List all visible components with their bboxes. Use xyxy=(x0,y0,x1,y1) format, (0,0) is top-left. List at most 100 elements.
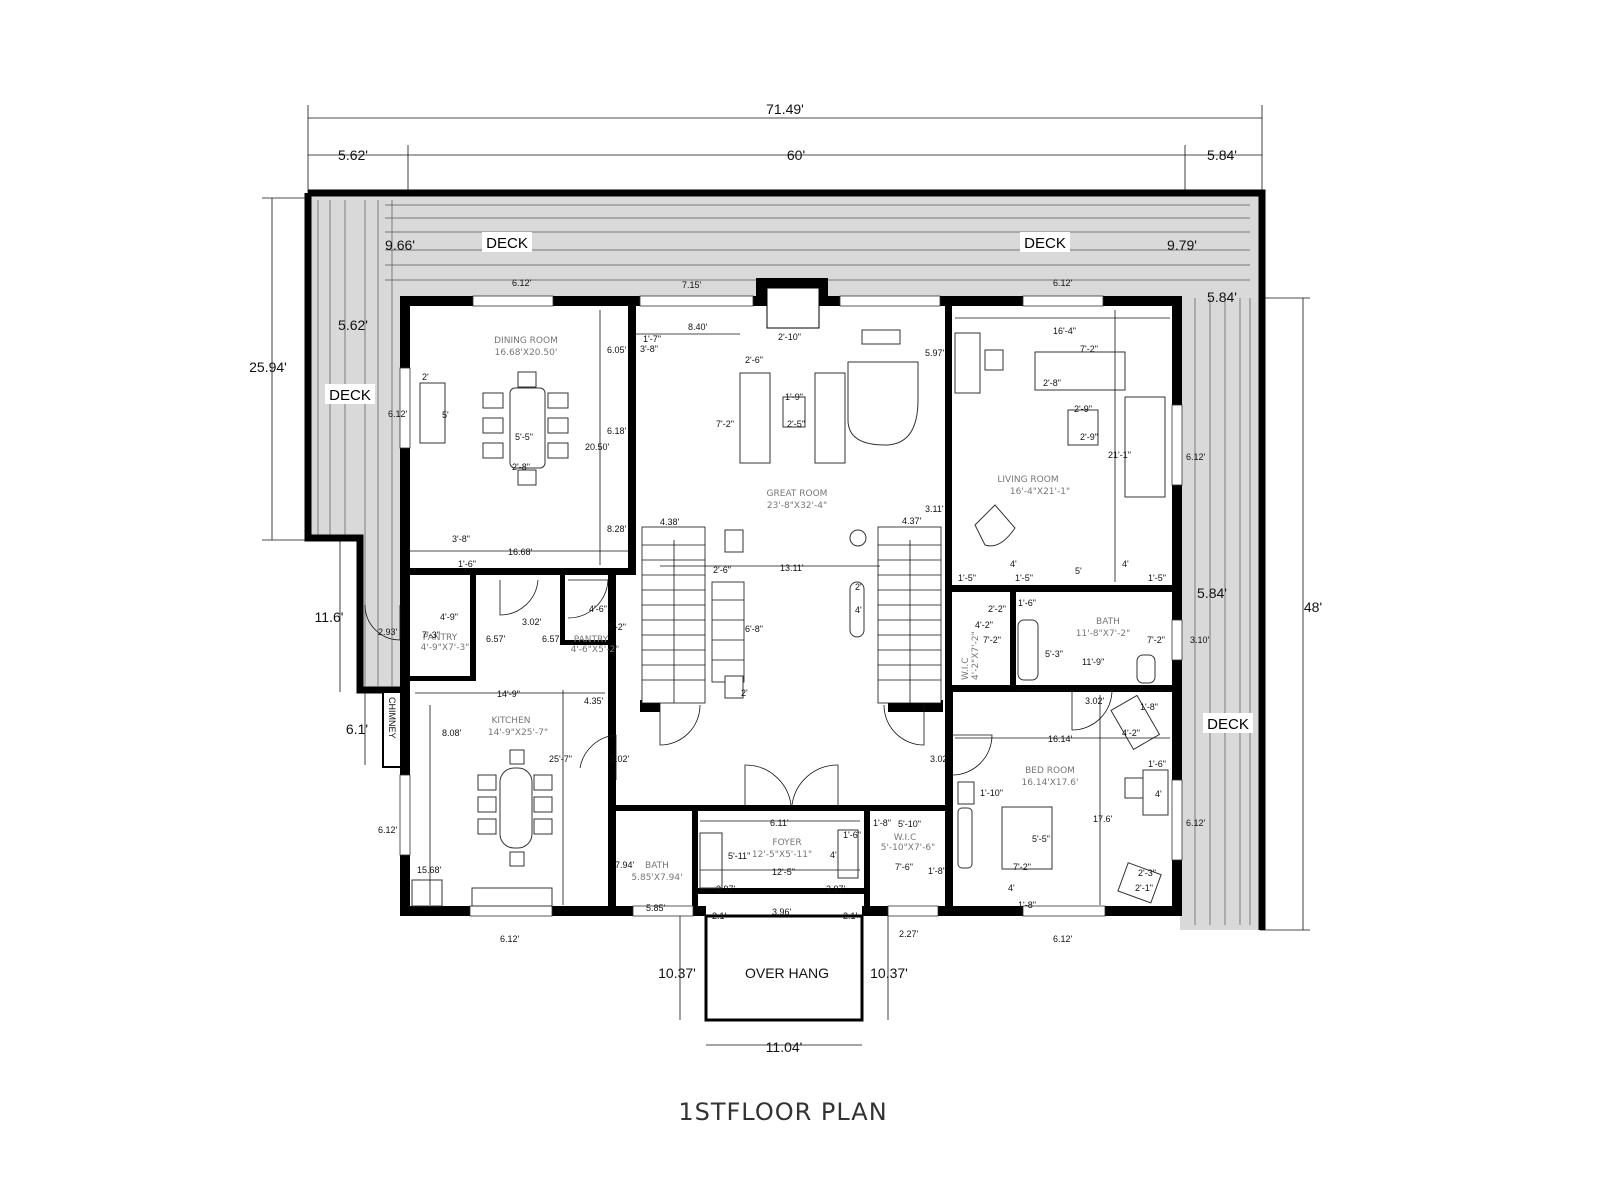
dim-label: 21'-1" xyxy=(1108,450,1131,460)
dim-label: 3.02' xyxy=(610,754,630,764)
dim-label: 6.12' xyxy=(1053,278,1073,288)
chimney: CHIMNEY xyxy=(382,691,403,768)
room-size-bed: 16.14'X17.6' xyxy=(1022,778,1079,788)
chimney-label: CHIMNEY xyxy=(387,697,397,739)
dim-label: 1'-8" xyxy=(1140,702,1158,712)
dim-label: 2'-9" xyxy=(1080,432,1098,442)
dim-label: 17.6' xyxy=(1093,814,1113,824)
dim-label: 2.1' xyxy=(712,911,727,921)
dim-label: 7'-2" xyxy=(983,635,1001,645)
dim-label: 6.12' xyxy=(1053,934,1073,944)
room-name-dining: DINING ROOM xyxy=(494,336,558,346)
dim-label: 2'-5" xyxy=(787,419,805,429)
dim-label: 3'-8" xyxy=(452,534,470,544)
room-size-great: 23'-8"X32'-4" xyxy=(767,501,827,511)
dim-label: 5' xyxy=(442,410,449,420)
deck-label-right: DECK xyxy=(1207,716,1249,733)
dim-label: 6.12' xyxy=(388,409,408,419)
room-name-wic-1: W.I.C xyxy=(961,657,971,680)
dim-label: 8.28' xyxy=(607,524,627,534)
dim-label: 2.27' xyxy=(899,929,919,939)
dim-label: 1'-6" xyxy=(1018,598,1036,608)
dim-height-right: 48' xyxy=(1304,599,1322,615)
dim-label: 3'-8" xyxy=(640,344,658,354)
dim-deck-right-width: 5.84' xyxy=(1207,289,1237,305)
room-size-kitchen: 14'-9"X25'-7" xyxy=(488,728,548,738)
furniture xyxy=(411,329,1169,907)
dim-deck-right-width-2: 5.84' xyxy=(1197,585,1227,601)
dim-label: 2.93' xyxy=(378,627,398,637)
dim-deck-top-left: 9.66' xyxy=(385,237,415,253)
dim-label: 4.35' xyxy=(584,696,604,706)
dim-overhang-left: 10.37' xyxy=(658,965,696,981)
overhang-label: OVER HANG xyxy=(745,965,829,981)
dim-label: 2'-1" xyxy=(1135,883,1153,893)
dim-label: 4'-6" xyxy=(589,604,607,614)
dim-label: 5.85' xyxy=(646,903,666,913)
dim-label: 4.37' xyxy=(902,516,922,526)
dim-label: 3.11' xyxy=(925,504,944,514)
room-size-wic-1: 4'-2"X7'-2" xyxy=(971,631,981,680)
room-name-bath-2: BATH xyxy=(645,861,669,871)
dim-label: 4.38' xyxy=(660,517,680,527)
dim-label: 2'-8" xyxy=(1043,378,1061,388)
dim-label: 4' xyxy=(1155,789,1162,799)
interior-dimension-lines xyxy=(410,310,1170,905)
doors xyxy=(364,579,1113,806)
dim-label: 8.08' xyxy=(442,728,462,738)
dim-label: 5'-5" xyxy=(1032,834,1050,844)
room-name-bath-1: BATH xyxy=(1096,617,1120,627)
dim-label: 4' xyxy=(855,605,862,615)
dim-label: 6.12' xyxy=(1186,452,1206,462)
room-labels: DINING ROOM 16.68'X20.50' GREAT ROOM 23'… xyxy=(421,336,1131,883)
dim-label: 4' xyxy=(1010,559,1017,569)
deck-label-top-left: DECK xyxy=(486,235,528,252)
dim-label: 5' xyxy=(1075,566,1082,576)
dim-label: 1'-6" xyxy=(458,559,476,569)
dim-label: 5'-11" xyxy=(728,851,750,861)
dim-overhang-right: 10.37' xyxy=(870,965,908,981)
dim-label: 2'-2" xyxy=(988,604,1006,614)
overhang: OVER HANG 10.37' 10.37' 11.04' xyxy=(658,914,908,1055)
dim-label: 2' xyxy=(855,582,862,592)
dim-label: 2'-3" xyxy=(1138,868,1156,878)
walls xyxy=(400,278,1182,916)
room-size-pantry-1: 4'-9"X7'-3" xyxy=(421,643,470,653)
dim-label: 2'-9" xyxy=(1074,404,1092,414)
dim-label: 7'-2" xyxy=(716,419,734,429)
dim-label: 6.12' xyxy=(500,934,520,944)
dim-label: 1'-6" xyxy=(843,830,861,840)
dim-label: 7'-2" xyxy=(1147,635,1165,645)
fireplace xyxy=(766,287,820,329)
dim-deck-top-right: 9.79' xyxy=(1167,237,1197,253)
room-size-living: 16'-4"X21'-1" xyxy=(1010,487,1070,497)
plan-title: 1STFLOOR PLAN xyxy=(678,1098,887,1126)
dim-label: 4'-9" xyxy=(440,612,458,622)
dim-label: 4'-2" xyxy=(975,620,993,630)
dim-label: 15.68' xyxy=(417,865,442,875)
overall-dimensions: 71.49' 5.62' 60' 5.84' 25.94' 48' 11.6' … xyxy=(249,101,1322,931)
room-size-dining: 16.68'X20.50' xyxy=(495,348,558,358)
dim-label: 25'-7" xyxy=(549,754,572,764)
dim-step: 11.6' xyxy=(315,609,344,625)
room-name-pantry-2: PANTRY xyxy=(574,635,609,645)
dim-chimney: 6.1' xyxy=(346,721,368,737)
dim-label: 12'-5" xyxy=(772,867,795,877)
dim-label: 4' xyxy=(1008,883,1015,893)
dim-label: 7.94' xyxy=(615,860,635,870)
room-name-great: GREAT ROOM xyxy=(767,489,828,499)
dim-label: 3.97' xyxy=(826,884,846,894)
dim-label: 6.12' xyxy=(512,278,532,288)
dim-label: 5'-3" xyxy=(1045,649,1063,659)
dim-right-deck: 5.84' xyxy=(1207,147,1237,163)
room-name-wic-2: W.I.C xyxy=(894,833,917,843)
dim-label: 2' xyxy=(741,688,748,698)
dim-label: 8.40' xyxy=(688,322,708,332)
dim-height-left: 25.94' xyxy=(249,359,287,375)
dim-label: 1'-5" xyxy=(1148,573,1166,583)
dim-label: 7'-2" xyxy=(1080,344,1098,354)
dim-label: 6.57' xyxy=(486,634,506,644)
dim-label: 1'-5" xyxy=(1015,573,1033,583)
dim-label: 1'-6" xyxy=(1148,759,1166,769)
dim-label: 1'-8" xyxy=(873,818,891,828)
